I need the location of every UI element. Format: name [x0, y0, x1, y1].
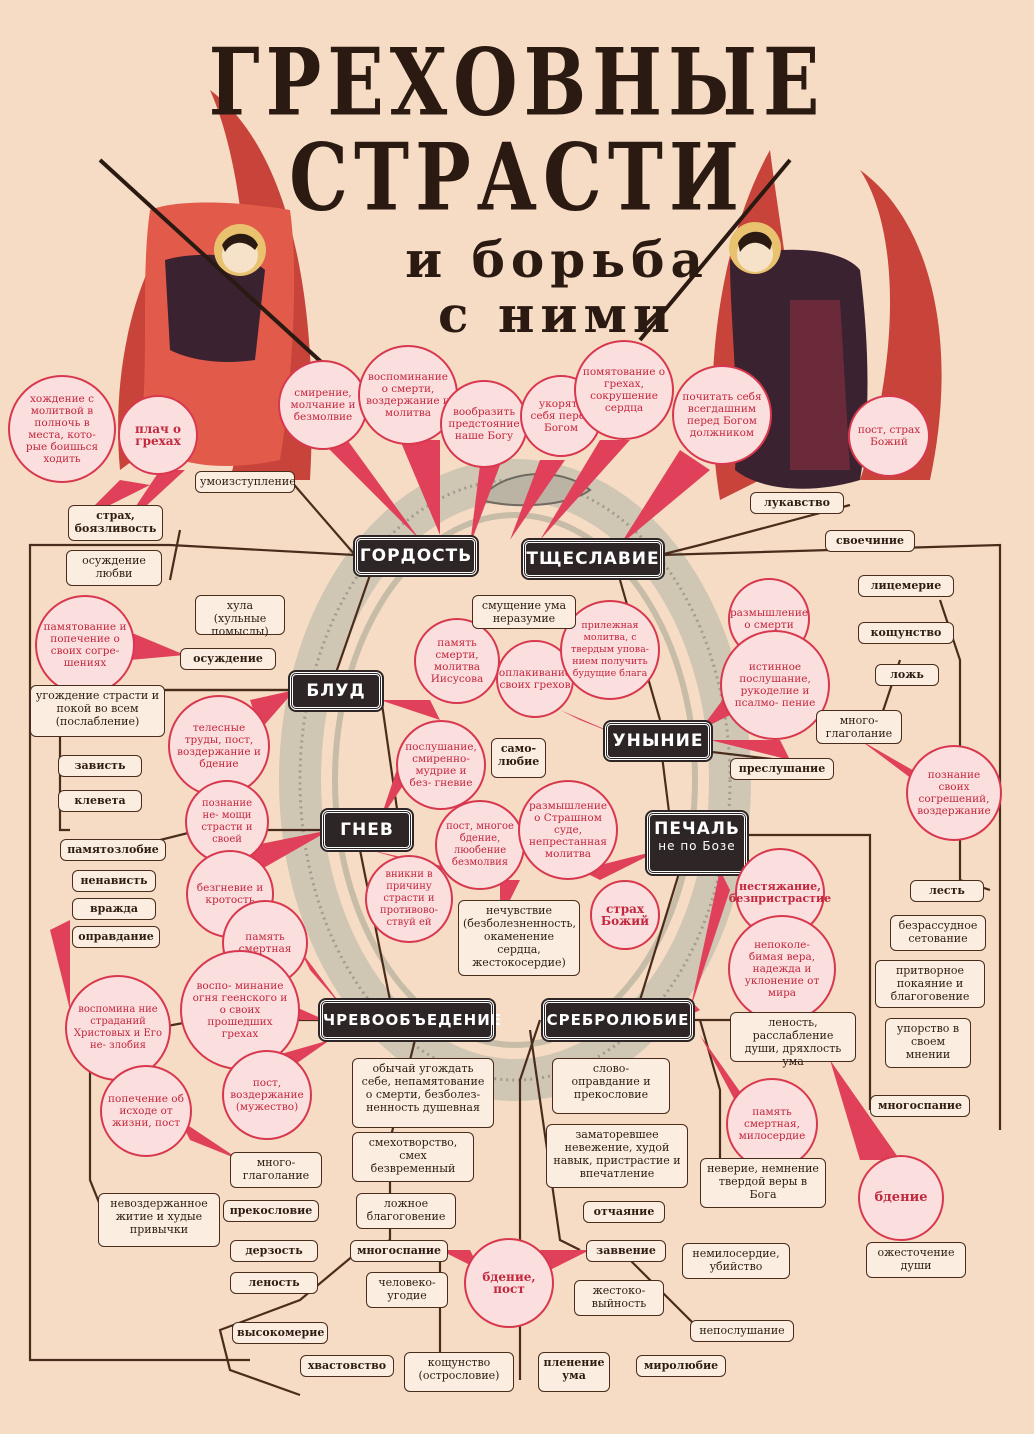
sin-slander: клевета	[58, 790, 142, 812]
sin-condemn-love: осуждение любви	[66, 550, 162, 586]
sin-flattery: лесть	[910, 880, 984, 902]
virtue-vigil: бдение	[858, 1155, 944, 1241]
passion-pride[interactable]: ГОРДОСТЬ	[353, 535, 479, 577]
sin-mockery: кощунство (острословие)	[404, 1352, 514, 1392]
passion-anger[interactable]: ГНЕВ	[320, 808, 414, 852]
sin-justification: оправдание	[72, 926, 160, 948]
sin-please-passion: угождение страсти и покой во всем (посла…	[30, 685, 165, 737]
virtue-remember-care: памятование и попечение о своих согре- ш…	[35, 595, 135, 695]
sin-talkativeness-2: много- глаголание	[230, 1152, 322, 1188]
sin-false-repentance: притворное покаяние и благоговение	[875, 960, 985, 1008]
title-line-4: с ними	[437, 285, 677, 344]
virtue-humility: смирение, молчание и безмолвие	[278, 360, 368, 450]
sin-sacrilege: кощунство	[858, 622, 954, 644]
sin-boasting: хвастовство	[300, 1355, 394, 1377]
virtue-obedience-humble: послушание, смиренно- мудрие и без- гнев…	[396, 720, 486, 810]
virtue-investigate: вникни в причину страсти и противово- ст…	[365, 855, 453, 943]
virtue-imagine-presence: вообразить предстояние наше Богу	[440, 380, 528, 468]
sin-self-love: само- любие	[491, 738, 546, 778]
virtue-gehenna: воспо- минание огня геенского и о своих …	[180, 950, 300, 1070]
virtue-diligent-prayer: прилежная молитва, с твердым упова- нием…	[560, 600, 660, 700]
sin-insensibility: нечувствие (безболезненность, окаменение…	[458, 900, 580, 976]
sin-laziness: леность	[230, 1272, 318, 1294]
right-angel	[638, 150, 942, 500]
virtue-fast-fear: пост, страх Божий	[848, 395, 930, 477]
sin-self-will: своечиние	[825, 530, 915, 552]
passion-fornication[interactable]: БЛУД	[288, 670, 384, 712]
sin-false-piety: ложное благоговение	[356, 1193, 456, 1229]
sin-intemperate: невоздержанное житие и худые привычки	[98, 1193, 220, 1247]
sin-stubbornness: упорство в своем мнении	[885, 1018, 971, 1068]
virtue-remember-sins: помятование о грехах, сокрушение сердца	[574, 340, 674, 440]
sin-hatred: ненависть	[72, 870, 156, 892]
virtue-know-sins: познание своих согрешений, воздержание	[906, 745, 1002, 841]
sin-insolence: дерзость	[230, 1240, 318, 1262]
virtue-care-exodus: попечение об исходе от жизни, пост	[100, 1065, 192, 1157]
sin-self-justify: слово- оправдание и прекословие	[552, 1058, 670, 1114]
passion-gluttony[interactable]: ЧРЕВООБЪЕДЕНИЕ	[318, 998, 501, 1042]
sin-laziness-soul: леность, расслабление души, дряхлость ум…	[730, 1012, 856, 1068]
passion-vainglory[interactable]: ТЩЕСЛАВИЕ	[521, 538, 665, 580]
virtue-ignorance-passions: познание не- мощи страсти и своей	[185, 780, 269, 864]
sin-blasphemy: хула (хульные помыслы)	[195, 595, 285, 638]
virtue-walking-prayer: хождение с молитвой в полночь в места, к…	[8, 375, 116, 483]
sin-envy: зависть	[58, 755, 142, 777]
sin-talkativeness: много- глаголание	[816, 710, 902, 744]
sin-enmity: вражда	[72, 898, 156, 920]
virtue-vigil-fast: бдение, пост	[464, 1238, 554, 1328]
title-line-1: ГРЕХОВНЫЕ	[208, 29, 826, 137]
sin-judgment: осуждение	[180, 648, 276, 670]
sin-unbelief: неверие, немнение твердой веры в Бога	[700, 1158, 826, 1208]
sin-despair: отчаяние	[583, 1201, 665, 1223]
sin-jesting: смехотворство, смех безвременный	[352, 1132, 474, 1182]
virtue-fear-god: страх Божий	[590, 880, 660, 950]
virtue-death-memory-prayer: память смерти, молитва Иисусова	[414, 618, 500, 704]
sin-oversleeping-2: многоспание	[350, 1240, 448, 1262]
sin-non-obedience: непослушание	[690, 1320, 794, 1342]
passion-avarice[interactable]: СРЕБРОЛЮБИЕ	[541, 998, 695, 1042]
sin-man-pleasing: человеко- угодие	[366, 1272, 448, 1308]
sin-peace-love: миролюбие	[636, 1355, 726, 1377]
virtue-weeping: плач о грехах	[118, 395, 198, 475]
sin-pleasing-self: обычай угождать себе, непамятование о см…	[352, 1058, 494, 1128]
passion-despondency[interactable]: УНЫНИЕ	[603, 720, 713, 762]
sin-haughtiness: высокомерие	[232, 1322, 328, 1344]
sin-contradiction: прекословие	[223, 1200, 319, 1222]
virtue-remember-sufferings: воспомина ние страданий Христовых и Его …	[65, 975, 171, 1081]
sin-captivity: пленение ума	[538, 1352, 610, 1392]
sin-rancor: памятозлобие	[60, 839, 166, 861]
sin-hypocrisy: лицемерие	[858, 575, 954, 597]
virtue-obedience: истинное послушание, рукоделие и псалмо-…	[720, 630, 830, 740]
sin-cruelty: жестоко- выйность	[574, 1280, 664, 1316]
virtue-consider-debtor: почитать себя всегдашним перед Богом дол…	[672, 365, 772, 465]
sin-cunning: лукавство	[750, 492, 844, 514]
sin-confusion: смущение ума неразумие	[472, 595, 576, 629]
sin-mercilessness: немилосердие, убийство	[682, 1243, 790, 1279]
passion-sorrow[interactable]: ПЕЧАЛЬ не по Бозе	[645, 810, 749, 876]
sin-oversleeping: многоспание	[870, 1095, 970, 1117]
virtue-last-judgment: размышление о Страшном суде, непрестанна…	[518, 780, 618, 880]
sin-reckless-complaint: безрассудное сетование	[890, 915, 986, 951]
virtue-fast-courage: пост, воздержание (мужество)	[222, 1050, 312, 1140]
sin-ingrained: заматоревшее невежение, худой навык, при…	[546, 1124, 688, 1188]
sin-lie: ложь	[875, 664, 939, 686]
sin-disobedience: преслушание	[730, 758, 834, 780]
passion-sorrow-title: ПЕЧАЛЬ	[654, 819, 740, 839]
virtue-fast-vigil: пост, многое бдение, люобение безмолвия	[435, 800, 525, 890]
sin-hardening: ожесточение души	[866, 1242, 966, 1278]
sin-fear-timidity: страх, боязливость	[68, 505, 163, 541]
virtue-death-mercy: память смертная, милосердие	[726, 1078, 818, 1170]
sin-envy-2: заввение	[586, 1240, 666, 1262]
sin-frenzy: умоизступление	[195, 471, 296, 493]
title-line-2: СТРАСТИ	[289, 124, 745, 232]
virtue-firm-faith: непоколе- бимая вера, надежда и уклонени…	[728, 915, 836, 1023]
title-line-3: и борьба	[405, 230, 709, 289]
passion-sorrow-subtitle: не по Бозе	[658, 839, 736, 853]
